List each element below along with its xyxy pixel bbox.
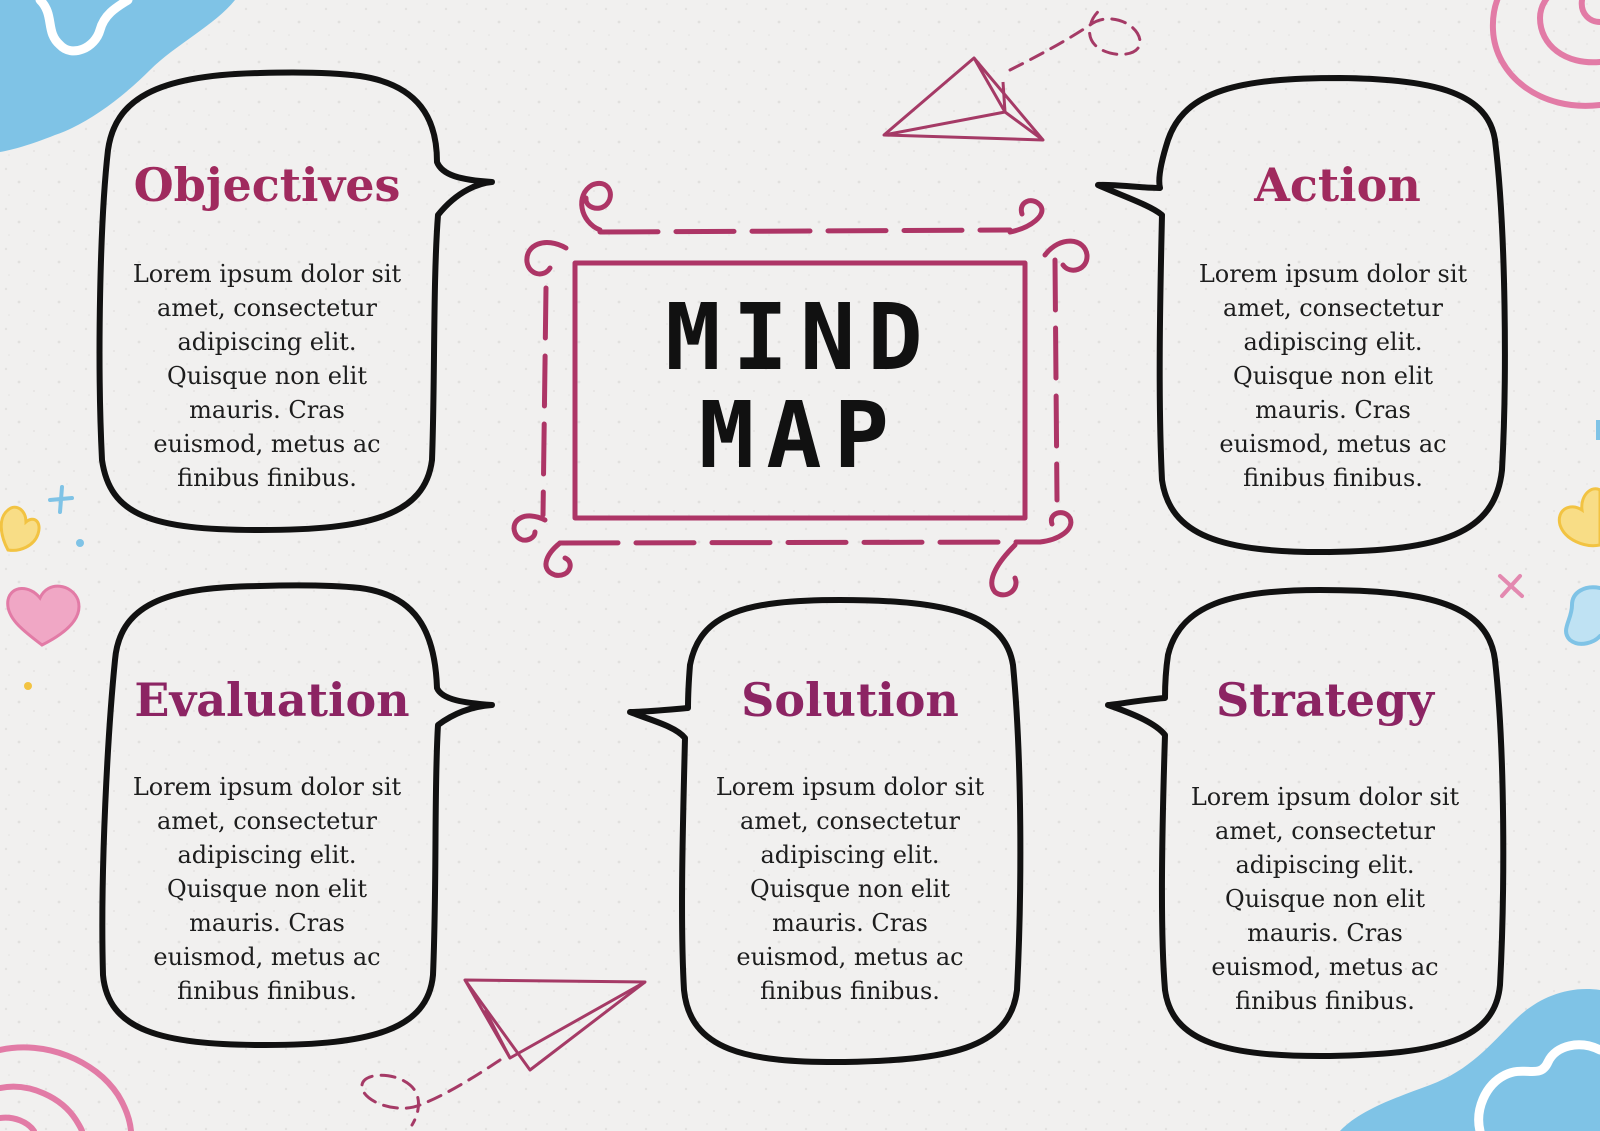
pink-spiral-icon [1489, 0, 1600, 109]
paper-plane-icon [882, 56, 1045, 142]
sparkle-icon [1564, 585, 1600, 646]
center-title-line2: MAP [698, 382, 902, 489]
bubble-outline-evaluation [99, 582, 495, 1048]
strategy-title: Strategy [1216, 673, 1434, 727]
action-body: Lorem ipsum dolor sit amet, consectetur … [1198, 260, 1468, 492]
pink-heart-icon [6, 584, 81, 647]
pink-spiral-icon [0, 1044, 134, 1131]
bubble-outline-strategy [1105, 587, 1507, 1060]
evaluation-body: Lorem ipsum dolor sit amet, consectetur … [132, 773, 402, 1005]
bubble-outline-solution [627, 597, 1024, 1066]
center-frame [511, 180, 1090, 598]
objectives-title: Objectives [133, 158, 401, 212]
yellow-heart-icon [1557, 487, 1600, 548]
solution-title: Solution [741, 673, 959, 727]
yellow-heart-icon [0, 505, 41, 552]
sparkle-icon [24, 682, 32, 690]
blue-blob-icon [1340, 989, 1600, 1131]
blue-blob-icon [0, 0, 235, 152]
dashed-trail-icon [1008, 8, 1142, 72]
dashed-trail-icon [360, 1058, 502, 1127]
center-title: MIND MAP [590, 292, 1010, 482]
sparkle-icon [76, 539, 84, 547]
objectives-body: Lorem ipsum dolor sit amet, consectetur … [132, 260, 402, 492]
center-title-line1: MIND [665, 284, 935, 391]
action-title: Action [1254, 158, 1421, 212]
solution-body: Lorem ipsum dolor sit amet, consectetur … [715, 773, 985, 1005]
sparkle-icon [48, 485, 74, 514]
strategy-body: Lorem ipsum dolor sit amet, consectetur … [1190, 783, 1460, 1015]
paper-plane-icon [463, 978, 647, 1072]
evaluation-title: Evaluation [134, 673, 410, 727]
cross-icon [1498, 574, 1524, 598]
bubble-outline-action [1095, 75, 1508, 556]
bubble-outline-objectives [96, 69, 495, 533]
